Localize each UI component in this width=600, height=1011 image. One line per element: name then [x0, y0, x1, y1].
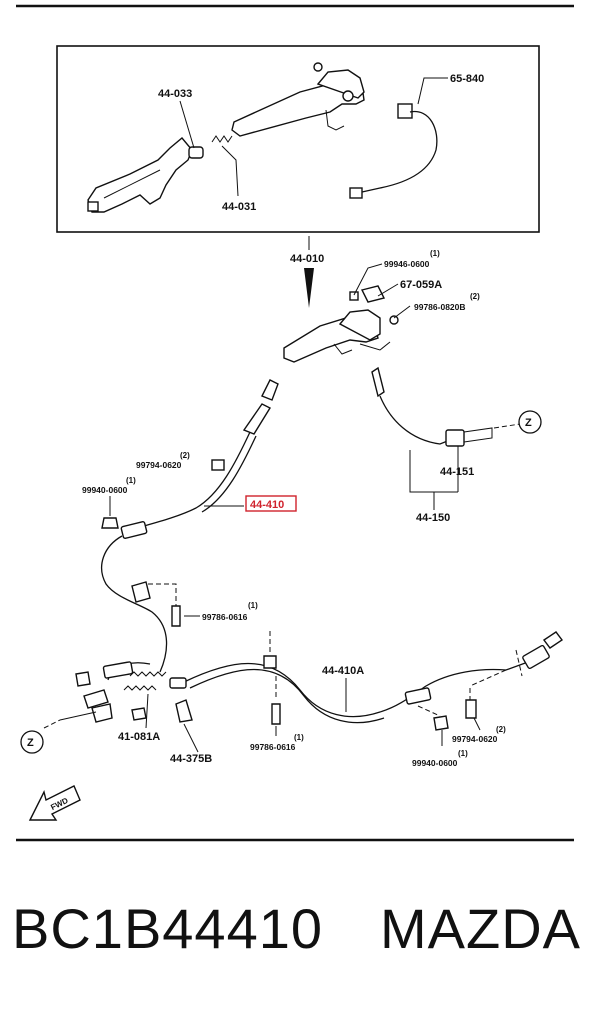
callout-99794-0620-top-qty: (2): [180, 451, 190, 460]
callout-99940-0600-top-qty: (1): [126, 476, 136, 485]
callout-99940-0600-low-qty: (1): [458, 749, 468, 758]
lever-arm: [231, 62, 365, 137]
highlight-box-44-410: [245, 495, 297, 512]
callout-99940-0600-top: 99940-0600: [82, 485, 128, 495]
callout-44-150: 44-150: [416, 512, 450, 524]
ref-circle-z-left: [20, 730, 44, 754]
callout-44-151: 44-151: [440, 466, 474, 478]
rear-cable-44-410: [101, 379, 279, 673]
callout-99786-0820B-qty: (2): [470, 292, 480, 301]
lever-handle-grip: [87, 137, 193, 213]
inset-pointer: [304, 268, 314, 308]
lever-inset-box: [56, 45, 540, 233]
callout-44-410: 44-410: [250, 499, 284, 511]
callout-44-375B: 44-375B: [170, 753, 212, 765]
callout-67-059A: 67-059A: [400, 279, 442, 291]
brake-switch: [349, 103, 438, 199]
rear-cable-44-410A: [183, 631, 564, 724]
callout-99786-0820B: 99786-0820B: [414, 302, 466, 312]
callout-44-033: 44-033: [158, 88, 192, 100]
callout-41-081A: 41-081A: [118, 731, 160, 743]
part-number-caption: BC1B44410: [12, 897, 324, 960]
callout-99786-0616-mid-qty: (1): [248, 601, 258, 610]
callout-99794-0620-low-qty: (2): [496, 725, 506, 734]
callout-65-840: 65-840: [450, 73, 484, 85]
callout-44-010: 44-010: [290, 253, 324, 265]
svg-text:Z: Z: [27, 737, 34, 749]
callout-99794-0620-top: 99794-0620: [136, 460, 182, 470]
lever-spring: [211, 135, 233, 143]
callout-99940-0600-low: 99940-0600: [412, 758, 458, 768]
rear-brake-left-parts: Z: [20, 661, 193, 754]
callout-99946-0600-qty: (1): [430, 249, 440, 258]
fwd-arrow-icon: FWD: [28, 785, 81, 821]
callout-44-410A: 44-410A: [322, 665, 364, 677]
callout-99786-0616-low: 99786-0616: [250, 742, 296, 752]
callout-99794-0620-low: 99794-0620: [452, 734, 498, 744]
parking-brake-lever: [283, 285, 399, 363]
callout-99786-0616-low-qty: (1): [294, 733, 304, 742]
callout-99786-0616-mid: 99786-0616: [202, 612, 248, 622]
front-cable-44-151: Z: [371, 366, 542, 447]
lever-button: [188, 146, 204, 159]
callout-99946-0600: 99946-0600: [384, 259, 430, 269]
brand-caption: MAZDA: [380, 897, 581, 960]
ref-circle-z-right: [518, 410, 542, 434]
callout-44-031: 44-031: [222, 201, 256, 213]
svg-text:Z: Z: [525, 417, 532, 429]
